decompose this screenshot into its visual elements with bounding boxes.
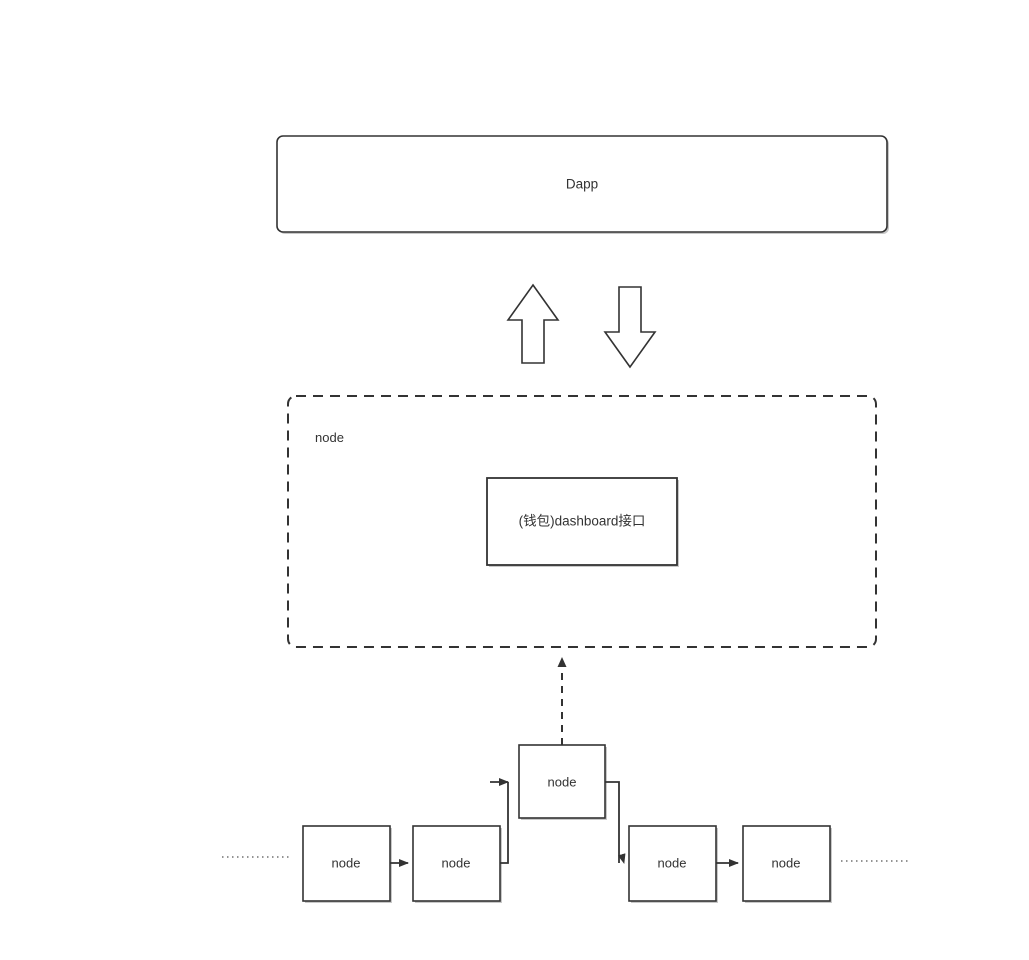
node-box-center[interactable] [518,744,607,820]
dashboard-api-box[interactable] [486,477,679,567]
node-2-label: node [441,855,471,871]
node-container-label: node [315,430,344,445]
node-4-label: node [657,855,687,871]
node-container-boundary [287,395,877,648]
node-box-2[interactable] [412,825,502,903]
node-5-label: node [771,855,801,871]
node-box-1[interactable] [302,825,392,903]
node-box-5[interactable] [742,825,832,903]
node-1-label: node [331,855,361,871]
up-arrow-icon [506,283,560,364]
dapp-box[interactable] [276,135,889,234]
connector-node2-center [490,778,509,864]
node-box-4[interactable] [628,825,718,903]
dashboard-api-label: (钱包)dashboard接口 [518,513,646,529]
dapp-label: Dapp [565,176,599,192]
down-arrow-icon [603,286,657,369]
connector-center-node4 [605,781,626,864]
node-center-label: node [547,774,577,790]
